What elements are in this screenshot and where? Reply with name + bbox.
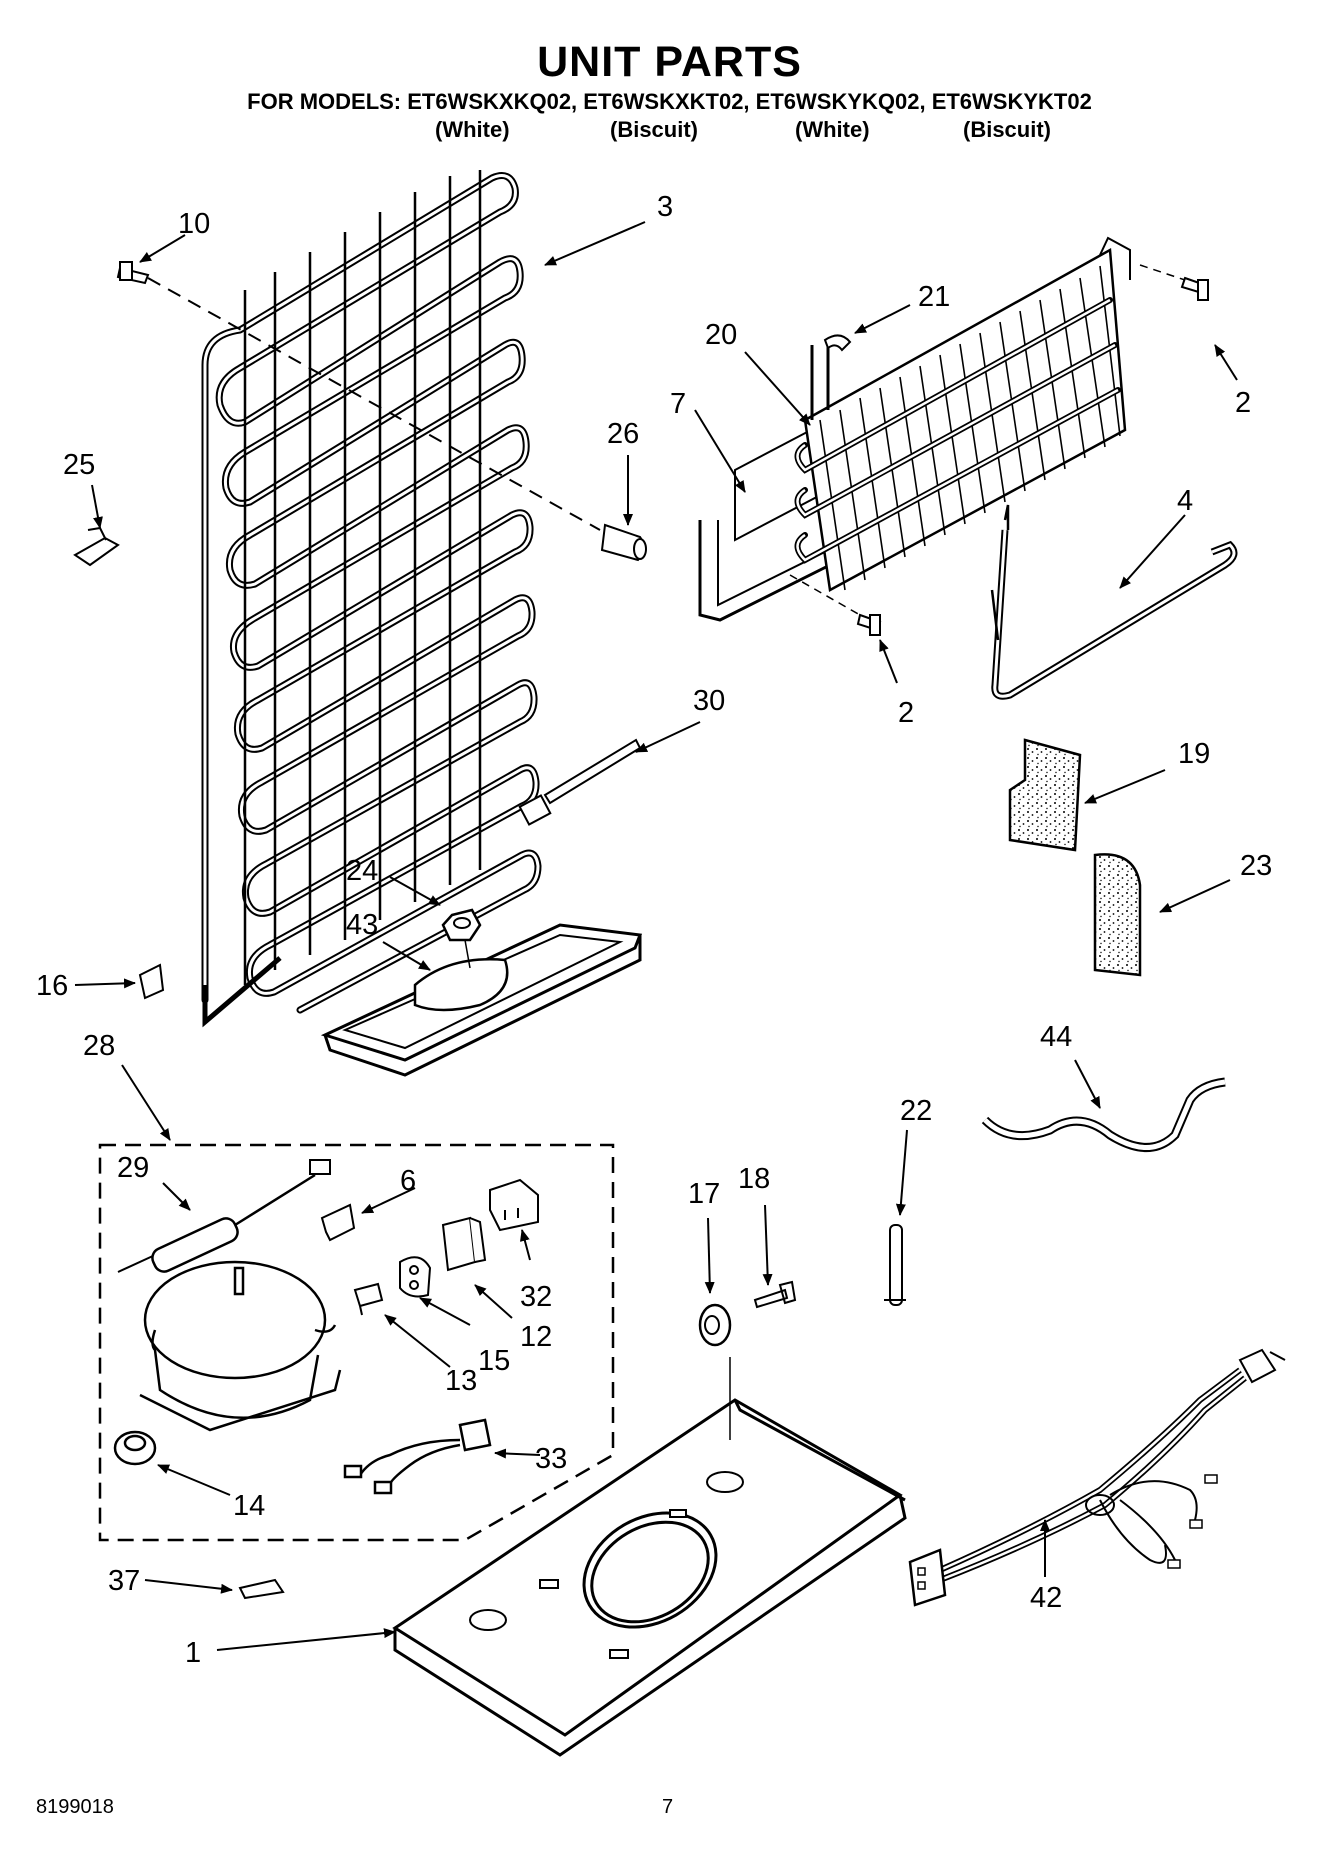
grommet-part-17 xyxy=(698,1303,732,1347)
terminal-part-6 xyxy=(320,1203,356,1242)
callout-22: 22 xyxy=(900,1095,932,1127)
callout-6: 6 xyxy=(400,1165,416,1197)
color-label-4: (Biscuit) xyxy=(963,117,1051,142)
overload-part-13 xyxy=(353,1282,384,1316)
callout-2-upper: 2 xyxy=(1235,387,1251,419)
color-label-3: (White) xyxy=(795,117,870,142)
wire-harness-part-33 xyxy=(343,1418,492,1495)
cable-tie-part-30 xyxy=(518,738,642,826)
callout-labels: 10 3 21 20 2 7 26 25 4 2 30 19 24 23 43 … xyxy=(36,191,1272,1669)
pin-part-18 xyxy=(753,1280,797,1309)
models-line: FOR MODELS: ET6WSKXKQ02, ET6WSKXKT02, ET… xyxy=(247,89,1092,114)
insulation-part-23 xyxy=(1093,853,1142,977)
drain-pan-part-43 xyxy=(320,923,643,1077)
screw-part-2-upper xyxy=(1180,276,1209,301)
callout-42: 42 xyxy=(1030,1582,1062,1614)
callout-23: 23 xyxy=(1240,850,1272,882)
callout-32: 32 xyxy=(520,1281,552,1313)
callout-21: 21 xyxy=(918,281,950,313)
assembly-line-2-upper xyxy=(1139,264,1186,281)
connector-part-32 xyxy=(489,1178,539,1232)
callout-1: 1 xyxy=(185,1637,201,1669)
callout-12: 12 xyxy=(520,1321,552,1353)
start-device-part-12 xyxy=(441,1216,487,1272)
spacer-part-26 xyxy=(600,523,647,562)
callout-43: 43 xyxy=(346,909,378,941)
base-tray-part-1 xyxy=(392,1398,907,1757)
callout-18: 18 xyxy=(738,1163,770,1195)
callout-24: 24 xyxy=(346,855,378,887)
evaporator-assembly xyxy=(698,236,1131,622)
defrost-heater-part-4 xyxy=(990,504,1238,700)
screw-part-10 xyxy=(116,261,150,285)
callout-29: 29 xyxy=(117,1152,149,1184)
page-number: 7 xyxy=(662,1796,674,1818)
callout-13: 13 xyxy=(445,1365,477,1397)
screw-part-2-lower xyxy=(856,613,882,636)
callout-26: 26 xyxy=(607,418,639,450)
document-number: 8199018 xyxy=(36,1796,114,1818)
wiring-harness-part-42 xyxy=(908,1348,1286,1607)
callout-19: 19 xyxy=(1178,738,1210,770)
compressor-kit-box xyxy=(98,1143,615,1542)
page-title: UNIT PARTS xyxy=(537,38,802,86)
callout-28: 28 xyxy=(83,1030,115,1062)
condenser-coil xyxy=(201,170,542,1028)
drier-part-29 xyxy=(117,1159,331,1273)
clip-part-21 xyxy=(823,334,852,352)
callout-15: 15 xyxy=(478,1345,510,1377)
callout-4: 4 xyxy=(1177,485,1193,517)
callout-2-lower: 2 xyxy=(898,697,914,729)
callout-17: 17 xyxy=(688,1178,720,1210)
callout-3: 3 xyxy=(657,191,673,223)
callout-44: 44 xyxy=(1040,1021,1072,1053)
callout-20: 20 xyxy=(705,319,737,351)
callout-14: 14 xyxy=(233,1490,265,1522)
callout-16: 16 xyxy=(36,970,68,1002)
callout-37: 37 xyxy=(108,1565,140,1597)
insulation-part-19 xyxy=(1008,738,1082,852)
relay-part-15 xyxy=(399,1256,432,1298)
callout-33: 33 xyxy=(535,1443,567,1475)
clip-part-16 xyxy=(138,963,165,1000)
bracket-part-25 xyxy=(73,526,120,567)
clip-part-37 xyxy=(238,1578,285,1600)
assembly-line-10 xyxy=(147,277,601,531)
callout-7: 7 xyxy=(670,388,686,420)
callout-25: 25 xyxy=(63,449,95,481)
color-label-2: (Biscuit) xyxy=(610,117,698,142)
nut-part-24 xyxy=(441,908,482,969)
callout-arrows xyxy=(74,221,1238,1651)
callout-10: 10 xyxy=(178,208,210,240)
callout-30: 30 xyxy=(693,685,725,717)
compressor xyxy=(113,1260,342,1466)
color-label-1: (White) xyxy=(435,117,510,142)
pin-part-22 xyxy=(884,1224,906,1306)
